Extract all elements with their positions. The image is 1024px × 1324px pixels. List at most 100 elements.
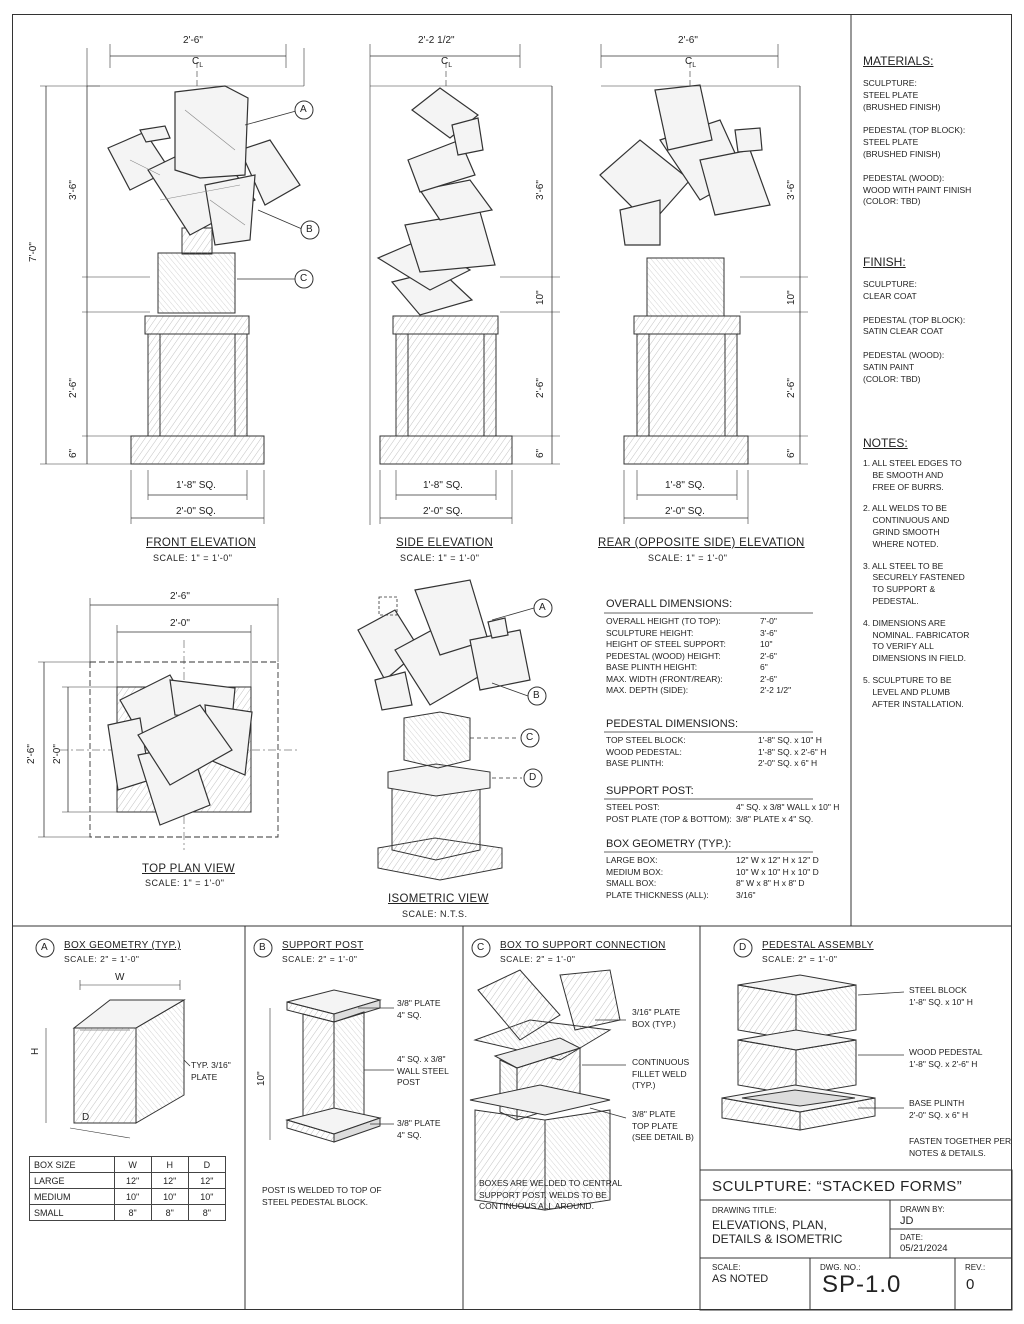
- box-size-cell: W: [113, 1156, 152, 1173]
- iso-caption: ISOMETRIC VIEW: [388, 893, 489, 905]
- front-inner-dim: 1'-8" SQ.: [176, 480, 216, 491]
- plan-inner-dim: 2'-0": [170, 618, 190, 629]
- notes-item: 4. DIMENSIONS ARE NOMINAL. FABRICATOR TO…: [863, 617, 970, 664]
- dimension-row-label: OVERALL HEIGHT (TO TOP):: [606, 616, 721, 626]
- side-centerline-mark: CL: [441, 56, 453, 69]
- rear-elevation-drawing: [599, 44, 808, 524]
- dimension-row: MAX. WIDTH (FRONT/REAR):2'-6": [606, 674, 846, 686]
- side-width-dim: 2'-2 1/2": [418, 35, 455, 46]
- plan-view-drawing: [38, 598, 300, 850]
- detail-b-plate-bottom: 3/8" PLATE 4" SQ.: [397, 1118, 441, 1140]
- title-block-drawing-title: ELEVATIONS, PLAN, DETAILS & ISOMETRIC: [712, 1218, 843, 1246]
- dimension-row-value: 2'-6": [760, 650, 777, 661]
- detail-c-title: BOX TO SUPPORT CONNECTION: [500, 940, 666, 951]
- front-callout-c: C: [300, 273, 308, 284]
- front-callout-a: A: [300, 104, 307, 115]
- isometric-view-drawing: [357, 579, 553, 881]
- title-block-scale: AS NOTED: [712, 1273, 769, 1285]
- detail-c-label-topplate: 3/8" PLATE TOP PLATE (SEE DETAIL B): [632, 1109, 694, 1142]
- finish-item: PEDESTAL (TOP BLOCK): SATIN CLEAR COAT: [863, 314, 966, 337]
- side-inner-dim: 1'-8" SQ.: [423, 480, 463, 491]
- notes-item: 2. ALL WELDS TO BE CONTINUOUS AND GRIND …: [863, 503, 950, 549]
- box-size-cell: 12": [150, 1172, 189, 1189]
- materials-item: PEDESTAL (WOOD): WOOD WITH PAINT FINISH …: [863, 172, 972, 207]
- dimension-row-value: 3/8" PLATE x 4" SQ.: [736, 813, 814, 824]
- box-size-cell: D: [187, 1156, 227, 1173]
- detail-b-note: POST IS WELDED TO TOP OF STEEL PEDESTAL …: [262, 1185, 382, 1207]
- detail-a-scale: SCALE: 2" = 1'-0": [64, 954, 140, 964]
- dimension-row-label: LARGE BOX:: [606, 855, 658, 865]
- detail-b-height: 10": [256, 1071, 267, 1086]
- front-elevation-scale: SCALE: 1" = 1'-0": [153, 553, 233, 563]
- detail-b-title: SUPPORT POST: [282, 940, 364, 951]
- dimension-row-label: PLATE THICKNESS (ALL):: [606, 889, 709, 900]
- detail-b-plate-top: 3/8" PLATE 4" SQ.: [397, 998, 441, 1020]
- pedestal-dimensions-table: PEDESTAL DIMENSIONS: TOP STEEL BLOCK:1'-…: [606, 718, 846, 770]
- finish-item: SCULPTURE: CLEAR COAT: [863, 279, 917, 301]
- rear-outer-dim: 2'-0" SQ.: [665, 506, 705, 517]
- dimension-row: MEDIUM BOX:10" W x 10" H x 10" D: [606, 867, 846, 879]
- detail-a-plate-note: TYP. 3/16" PLATE: [191, 1060, 231, 1082]
- plan-scale: SCALE: 1" = 1'-0": [145, 878, 225, 888]
- dimension-row-label: SCULPTURE HEIGHT:: [606, 627, 694, 638]
- rear-plinth-height-dim: 6": [786, 448, 797, 458]
- dimension-row-value: 12" W x 12" H x 12" D: [736, 855, 819, 865]
- dimension-row-label: BASE PLINTH HEIGHT:: [606, 662, 698, 672]
- box-size-cell: LARGE: [29, 1172, 115, 1189]
- dimension-row: HEIGHT OF STEEL SUPPORT:10": [606, 639, 846, 651]
- front-centerline-mark: CL: [192, 56, 204, 69]
- dimension-row-label: HEIGHT OF STEEL SUPPORT:: [606, 639, 726, 649]
- dimension-row: LARGE BOX: 12" W x 12" H x 12" D: [606, 855, 846, 867]
- box-size-cell: 10": [113, 1188, 152, 1205]
- detail-b-letter: B: [259, 942, 266, 953]
- box-size-cell: 12": [113, 1172, 152, 1189]
- box-size-cell: SMALL: [29, 1204, 115, 1221]
- drawing-sheet: [12, 14, 1012, 1310]
- dimension-row-value: 3/16": [736, 889, 756, 900]
- materials-section: MATERIALS: SCULPTURE: STEEL PLATE (BRUSH…: [863, 54, 1003, 220]
- box-size-cell: H: [150, 1156, 189, 1173]
- detail-c-label-weld: CONTINUOUS FILLET WELD (TYP.): [632, 1057, 690, 1090]
- rear-sculpture-height-dim: 3'-6": [786, 180, 797, 200]
- finish-item: PEDESTAL (WOOD): SATIN PAINT (COLOR: TBD…: [863, 350, 945, 384]
- side-outer-dim: 2'-0" SQ.: [423, 506, 463, 517]
- rear-pedestal-height-dim: 2'-6": [786, 378, 797, 398]
- box-size-cell: 10": [187, 1188, 227, 1205]
- materials-item: SCULPTURE: STEEL PLATE (BRUSHED FINISH): [863, 78, 941, 112]
- box-size-cell: 10": [150, 1188, 189, 1205]
- support-post-table: SUPPORT POST: STEEL POST:4" SQ. x 3/8" W…: [606, 785, 846, 825]
- detail-d-label-plinth: BASE PLINTH 2'-0" SQ. x 6" H: [909, 1098, 969, 1120]
- dimension-row-value: 8" W x 8" H x 8" D: [736, 878, 805, 888]
- dimension-row: BASE PLINTH HEIGHT: 6": [606, 662, 846, 674]
- dimension-row: MAX. DEPTH (SIDE):2'-2 1/2": [606, 685, 846, 697]
- detail-c-drawing: [469, 938, 627, 1211]
- dimension-row-value: 7'-0": [760, 616, 777, 626]
- dimension-row-value: 6": [760, 662, 768, 672]
- dimension-row: SMALL BOX:8" W x 8" H x 8" D: [606, 878, 846, 890]
- dimension-row-label: MEDIUM BOX:: [606, 866, 664, 877]
- rear-elevation-caption: REAR (OPPOSITE SIDE) ELEVATION: [598, 537, 805, 549]
- title-block-rev-label: REV.:: [965, 1263, 986, 1272]
- dimension-row-value: 3'-6": [760, 627, 777, 638]
- detail-b-scale: SCALE: 2" = 1'-0": [282, 954, 358, 964]
- box-size-cell: 8": [113, 1204, 152, 1221]
- rear-inner-dim: 1'-8" SQ.: [665, 480, 705, 491]
- front-width-dim: 2'-6": [183, 35, 203, 46]
- dimension-row: TOP STEEL BLOCK:1'-8" SQ. x 10" H: [606, 735, 846, 747]
- box-size-cell: 8": [187, 1204, 227, 1221]
- iso-callout-a: A: [539, 602, 546, 613]
- notes-item: 3. ALL STEEL TO BE SECURELY FASTENED TO …: [863, 560, 965, 606]
- detail-a-letter: A: [41, 942, 48, 953]
- front-elevation-drawing: [40, 44, 320, 524]
- plan-left-inner-dim: 2'-0": [52, 744, 63, 764]
- detail-d-label-wood: WOOD PEDESTAL 1'-8" SQ. x 2'-6" H: [909, 1047, 983, 1069]
- dimension-row-label: TOP STEEL BLOCK:: [606, 735, 686, 745]
- detail-d-drawing: [721, 938, 905, 1131]
- title-block-dwg-label: DWG. NO.:: [820, 1263, 861, 1272]
- detail-d-note: FASTEN TOGETHER PER NOTES & DETAILS.: [909, 1136, 1012, 1158]
- box-geometry-table: BOX GEOMETRY (TYP.): LARGE BOX:12" W x 1…: [606, 838, 846, 901]
